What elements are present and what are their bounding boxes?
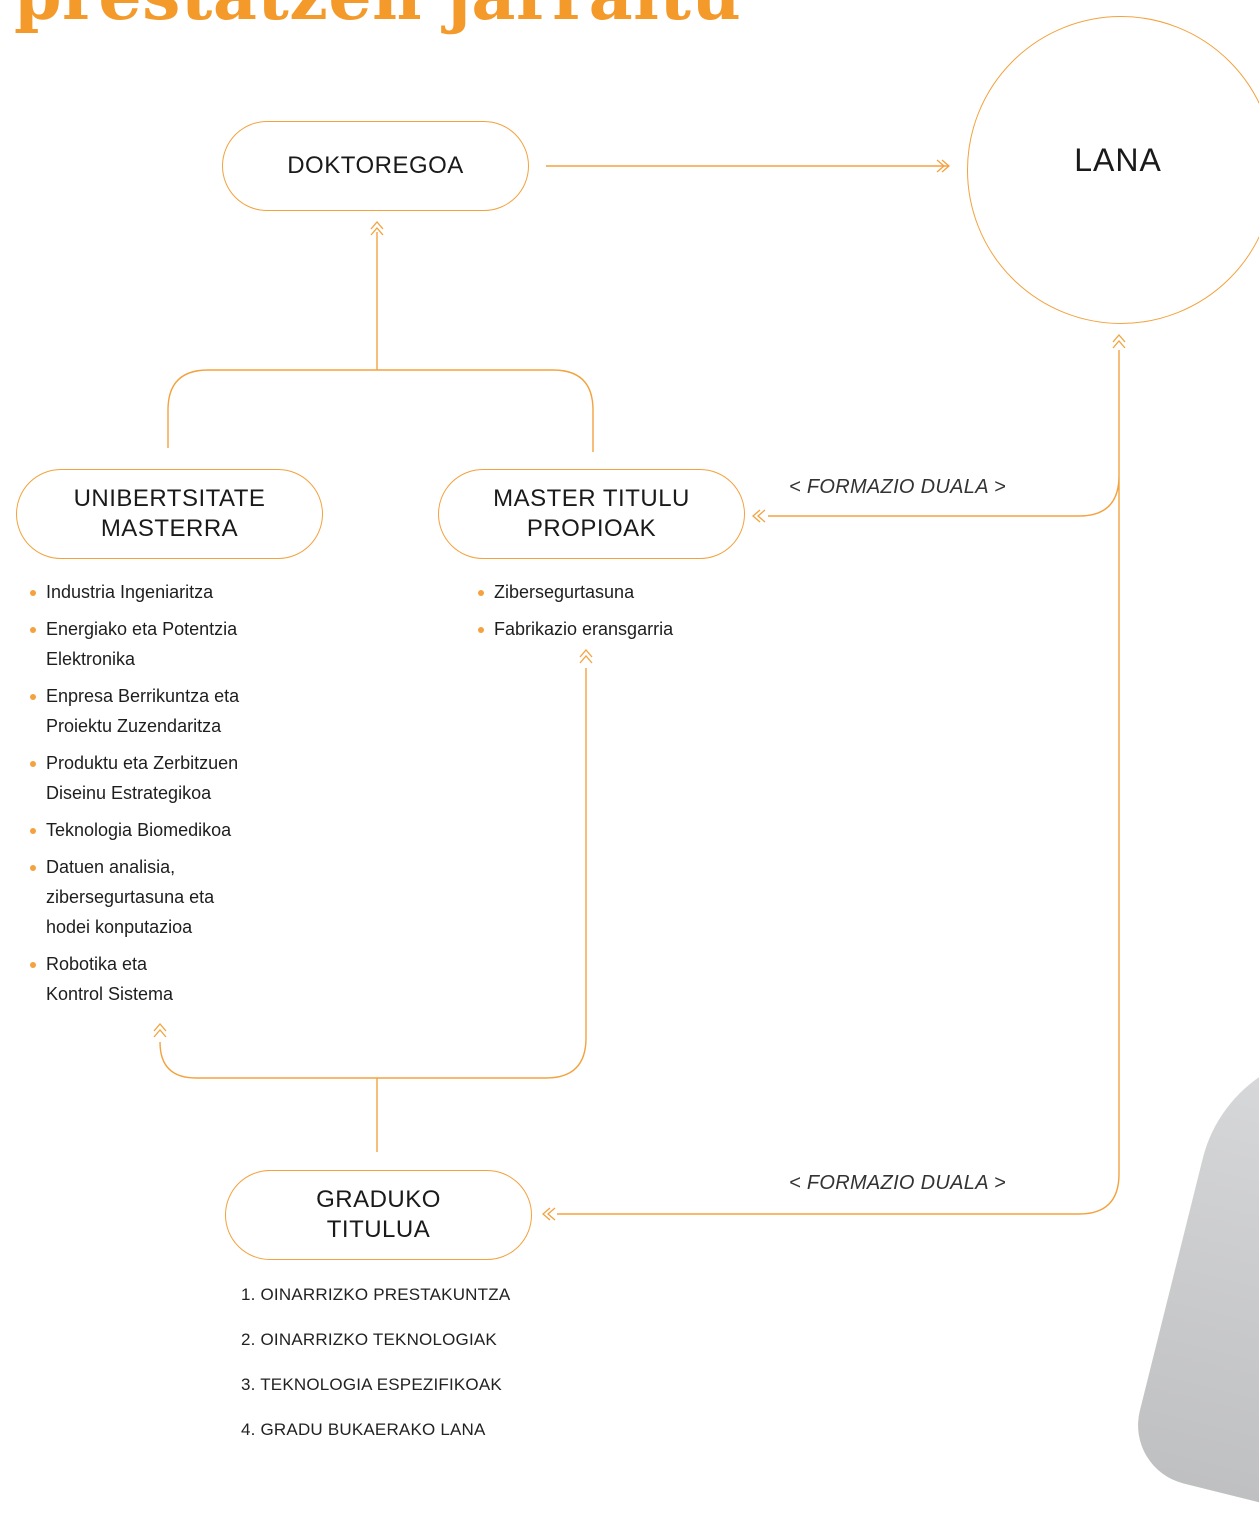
double-chevron-up-icon [153,1023,167,1038]
master-titulu-list: Zibersegurtasuna Fabrikazio eransgarria [478,577,758,651]
graduko-titulua-label-line2: TITULUA [326,1216,431,1243]
unibertsitate-masterra-label-line1: UNIBERTSITATE [73,485,266,512]
double-chevron-left-icon [752,509,766,523]
lana-node: LANA [967,16,1259,324]
double-chevron-up-icon [1112,334,1126,349]
unibertsitate-masterra-label-line2: MASTERRA [100,515,239,542]
unibertsitate-masterra-list: Industria Ingeniaritza Energiako eta Pot… [30,577,330,1016]
list-item: 1. OINARRIZKO PRESTAKUNTZA [241,1285,511,1304]
formazio-duala-label-lower: < FORMAZIO DUALA > [789,1172,1006,1194]
list-item: Fabrikazio eransgarria [478,614,758,644]
graduko-steps-list: 1. OINARRIZKO PRESTAKUNTZA 2. OINARRIZKO… [241,1281,510,1461]
list-item: 4. GRADU BUKAERAKO LANA [241,1420,486,1439]
double-chevron-up-icon [579,649,593,664]
unibertsitate-masterra-node: UNIBERTSITATE MASTERRA [16,469,323,559]
formazio-duala-label-upper: < FORMAZIO DUALA > [789,476,1006,498]
master-titulu-label-line2: PROPIOAK [526,515,657,542]
doktoregoa-node: DOKTOREGOA [222,121,529,211]
master-titulu-propioak-node: MASTER TITULU PROPIOAK [438,469,745,559]
connector-graduko-to-masters [159,668,587,1152]
master-titulu-label-line1: MASTER TITULU [493,485,690,512]
list-item: Zibersegurtasuna [478,577,758,607]
double-chevron-left-icon [542,1207,556,1221]
list-item: 2. OINARRIZKO TEKNOLOGIAK [241,1330,497,1349]
list-item: Industria Ingeniaritza [30,577,330,607]
double-chevron-right-icon [936,159,950,173]
list-item: 3. TEKNOLOGIA ESPEZIFIKOAK [241,1375,502,1394]
graduko-titulua-label-line1: GRADUKO [316,1186,441,1213]
flow-connectors [153,159,1126,1221]
lana-label: LANA [1074,142,1162,178]
graduko-titulua-node: GRADUKO TITULUA [225,1170,532,1260]
double-chevron-up-icon [370,221,384,236]
doktoregoa-label: DOKTOREGOA [287,152,464,179]
page-title: prestatzen jarraitu [14,0,741,36]
list-item: Teknologia Biomedikoa [30,815,330,845]
connector-dual-formation [557,350,1120,1215]
connector-masters-to-doktoregoa [167,232,594,452]
